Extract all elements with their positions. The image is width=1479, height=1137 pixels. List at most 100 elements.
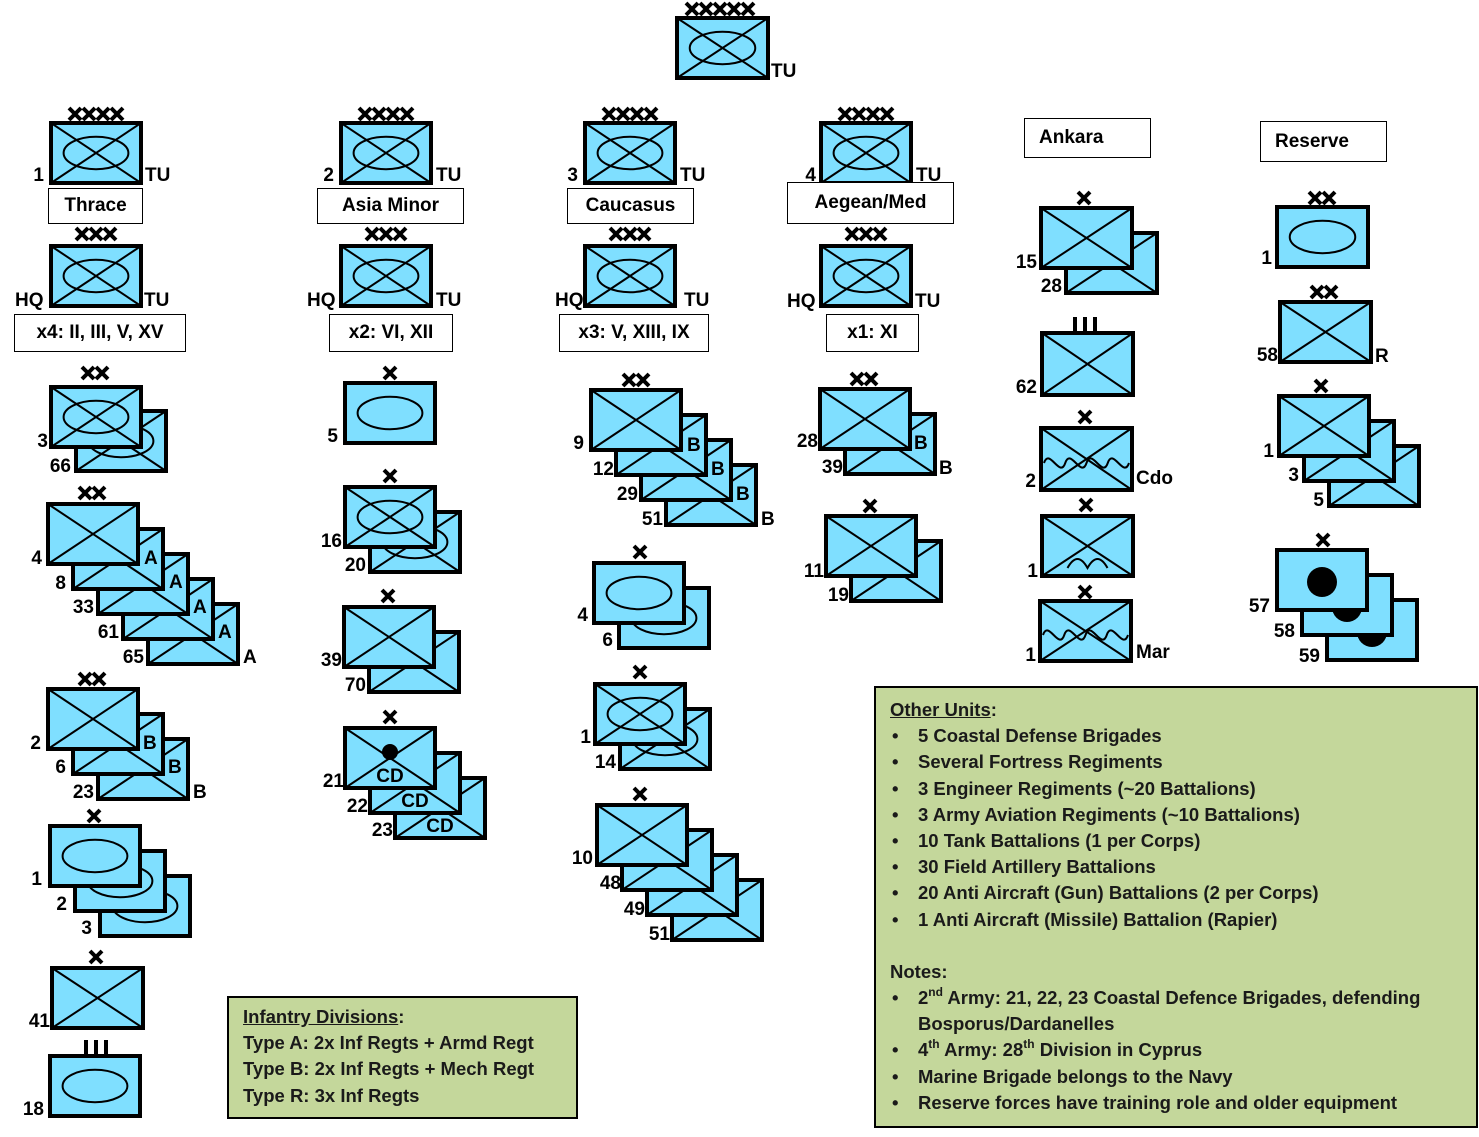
unit-label: 70 <box>344 675 366 696</box>
unit-label: 20 <box>344 555 366 576</box>
other-unit-item: Several Fortress Regiments <box>890 749 1462 775</box>
brigade-echelon-icon <box>632 544 648 560</box>
unit-label: 59 <box>1298 646 1320 667</box>
unit-suffix: B <box>168 757 182 778</box>
brigade-echelon-icon <box>1076 190 1092 206</box>
infantry-cross-icon <box>594 683 686 745</box>
unit-label: 16 <box>320 531 342 552</box>
armor-oval-icon <box>832 135 900 171</box>
infantry-cross-icon <box>51 967 144 1029</box>
infantry-cross-icon <box>820 122 912 184</box>
notes-heading: Notes: <box>890 960 948 982</box>
infantry-cross-icon <box>50 122 142 184</box>
command-reserve: Reserve <box>1260 121 1387 162</box>
corps-echelon-icon <box>608 226 652 242</box>
corps-echelon-icon <box>364 226 408 242</box>
unit-label: 51 <box>641 509 663 530</box>
corps-list-4: x1: XI <box>826 314 919 352</box>
armor-oval-icon <box>356 499 424 535</box>
unit-symbol <box>1275 205 1370 269</box>
other-unit-item: 3 Engineer Regiments (~20 Battalions) <box>890 776 1462 802</box>
infantry-cross-icon <box>50 386 142 448</box>
unit-label: 4 <box>577 605 588 626</box>
unit-label: 33 <box>72 597 94 618</box>
armor-oval-icon <box>352 258 420 294</box>
division-echelon-icon <box>77 671 107 687</box>
note-item: 4th Army: 28th Division in Cyprus <box>890 1037 1462 1063</box>
unit-label: 6 <box>602 630 613 651</box>
unit-label: 65 <box>122 647 144 668</box>
infantry-cross-icon <box>819 388 911 450</box>
infantry-type-line: Type B: 2x Inf Regts + Mech Regt <box>243 1058 535 1080</box>
notes-list: 2nd Army: 21, 22, 23 Coastal Defence Bri… <box>890 985 1462 1116</box>
unit-suffix: Cdo <box>1136 468 1173 489</box>
unit-suffix: R <box>1375 346 1389 367</box>
unit-label: 39 <box>821 457 843 478</box>
infantry-cross-icon <box>1041 332 1134 396</box>
infantry-cross-icon <box>1041 515 1134 577</box>
infantry-cross-icon <box>344 486 436 548</box>
division-echelon-icon <box>849 371 879 387</box>
unit-label: 49 <box>623 899 645 920</box>
corps-echelon-icon <box>74 226 118 242</box>
unit-label: 1 <box>1027 561 1038 582</box>
unit-label: 29 <box>616 484 638 505</box>
infantry-divisions-note: Infantry Divisions: Type A: 2x Inf Regts… <box>227 996 578 1119</box>
unit-label: 23 <box>371 820 393 841</box>
other-unit-item: 1 Anti Aircraft (Missile) Battalion (Rap… <box>890 907 1462 933</box>
brigade-echelon-icon <box>632 664 648 680</box>
unit-label: 3 <box>1288 465 1299 486</box>
division-echelon-icon <box>1309 284 1339 300</box>
unit-label: 5 <box>1313 490 1324 511</box>
unit-label: 23 <box>72 782 94 803</box>
brigade-echelon-icon <box>1078 497 1094 513</box>
infantry-cross-icon <box>596 804 688 866</box>
infantry-cross-icon <box>584 122 676 184</box>
infantry-type-line: Type R: 3x Inf Regts <box>243 1084 420 1106</box>
armor-oval-icon <box>62 399 130 435</box>
infantry-cross-icon <box>825 515 917 577</box>
infantry-cross-icon <box>343 606 435 668</box>
unit-label: 1 <box>580 727 591 748</box>
unit-label: 28 <box>796 431 818 452</box>
brigade-echelon-icon <box>86 808 102 824</box>
infantry-cross-icon <box>584 245 676 307</box>
infantry-divisions-heading: Infantry Divisions <box>243 1006 399 1027</box>
infantry-cross-icon <box>1040 427 1133 491</box>
army-4-country: TU <box>916 165 942 186</box>
brigade-echelon-icon <box>380 588 396 604</box>
corps-list-2: x2: VI, XII <box>329 314 453 352</box>
unit-symbol <box>48 824 142 888</box>
armor-oval-icon <box>352 135 420 171</box>
army-2-number: 2 <box>323 165 334 186</box>
division-echelon-icon <box>621 372 651 388</box>
corps-1-country: TU <box>144 290 170 311</box>
unit-label: 14 <box>594 752 616 773</box>
unit-suffix: A <box>243 647 257 668</box>
brigade-echelon-icon <box>632 786 648 802</box>
unit-label: 66 <box>49 456 71 477</box>
army-1-country: TU <box>145 165 171 186</box>
unit-label: 1 <box>1261 248 1272 269</box>
unit-label: 9 <box>573 433 584 454</box>
brigade-echelon-icon <box>382 709 398 725</box>
unit-label: 61 <box>97 622 119 643</box>
brigade-echelon-icon <box>1077 584 1093 600</box>
unit-symbol <box>592 561 686 625</box>
infantry-cross-icon <box>50 245 142 307</box>
brigade-echelon-icon <box>1077 409 1093 425</box>
unit-label: 3 <box>81 918 92 939</box>
division-echelon-icon <box>1307 190 1337 206</box>
unit-suffix: A <box>144 548 158 569</box>
armor-oval-icon <box>688 30 757 66</box>
other-units-note: Other Units: 5 Coastal Defense Brigades … <box>874 686 1478 1128</box>
infantry-cross-icon <box>1039 600 1132 662</box>
unit-suffix: B <box>761 509 775 530</box>
corps-list-1: x4: II, III, V, XV <box>14 314 186 352</box>
unit-label: 58 <box>1256 345 1278 366</box>
infantry-cross-icon <box>820 245 912 307</box>
unit-label: 4 <box>31 548 42 569</box>
regiment-echelon-icon <box>1073 317 1097 331</box>
unit-label: 28 <box>1040 276 1062 297</box>
